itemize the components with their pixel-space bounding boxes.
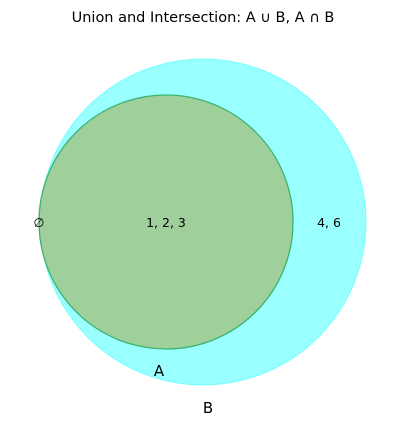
- set-a-circle: [38, 94, 294, 350]
- region-b-only: 4, 6: [317, 215, 341, 230]
- set-a-label: A: [154, 362, 165, 380]
- region-a-only: ∅: [34, 215, 45, 230]
- diagram-title: Union and Intersection: A ∪ B, A ∩ B: [72, 10, 335, 26]
- region-intersection: 1, 2, 3: [146, 215, 186, 230]
- set-b-label: B: [203, 399, 213, 417]
